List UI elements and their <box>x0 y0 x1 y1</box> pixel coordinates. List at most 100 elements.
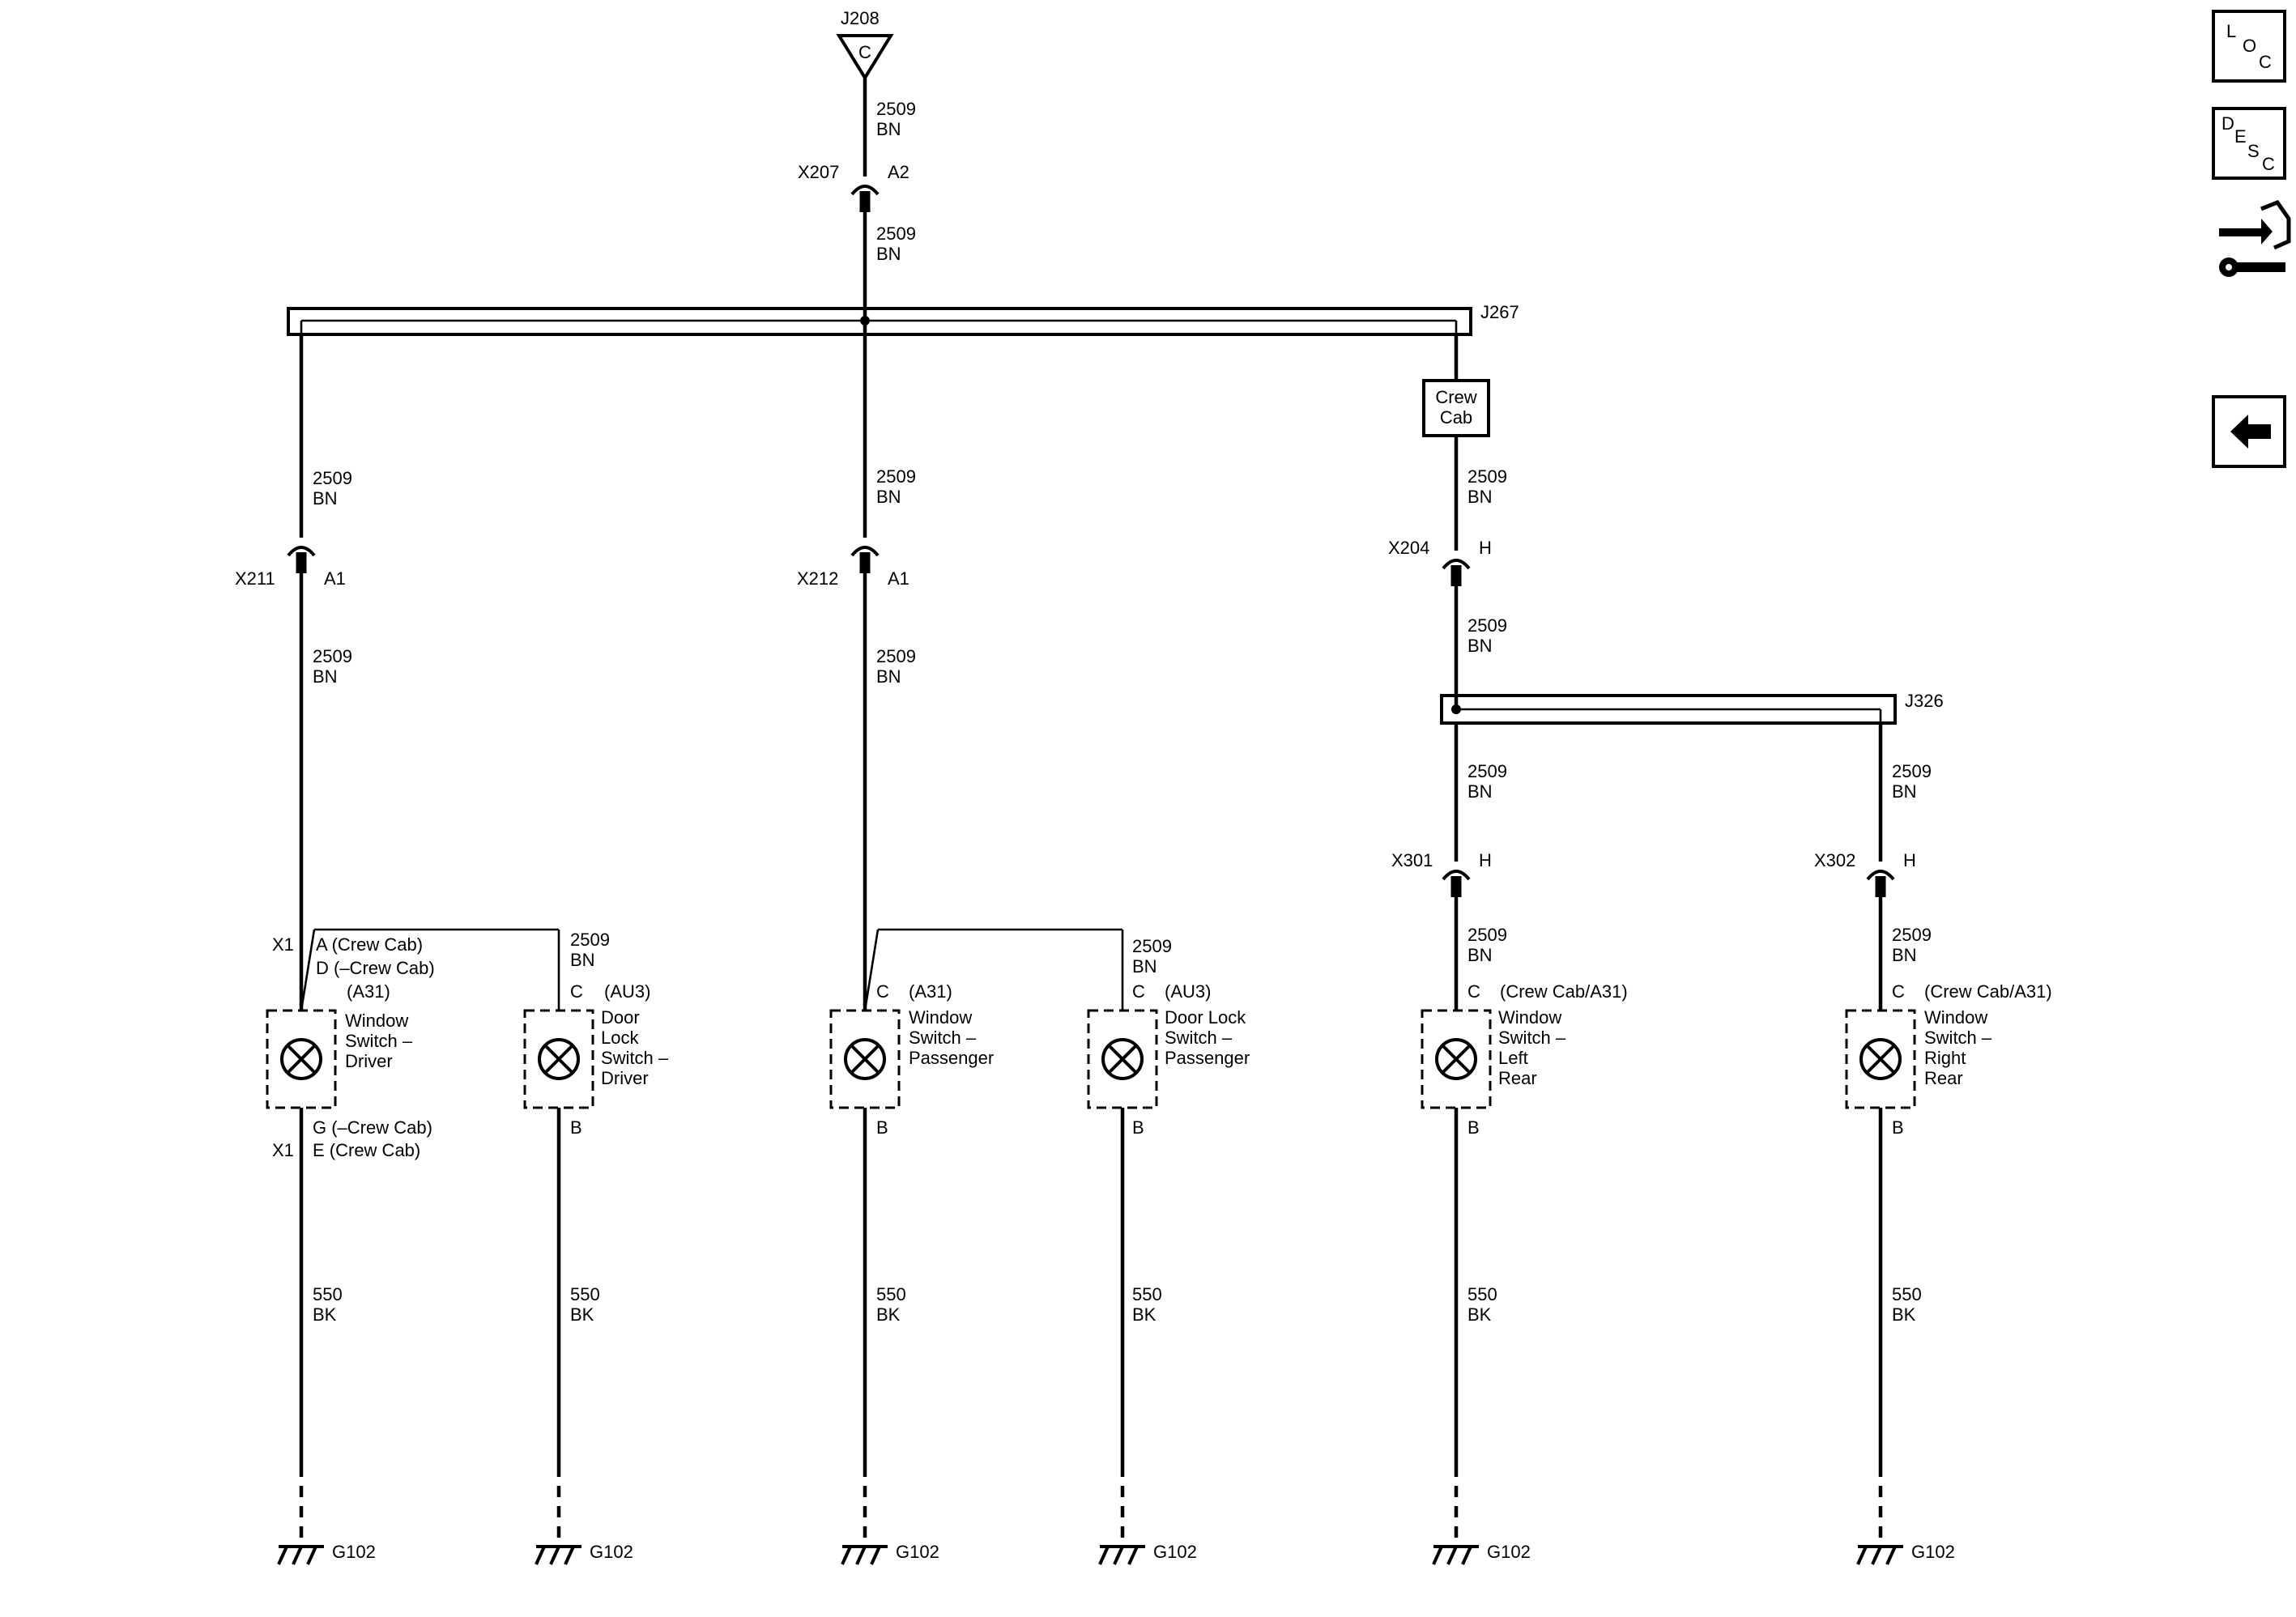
ground-label: G102 <box>1153 1542 1197 1562</box>
connector-x212-label: X212 <box>797 568 838 589</box>
branch-right: Crew Cab 2509 BN X204 H 2509 BN J326 250… <box>1388 334 1944 1011</box>
lamp-icon <box>1101 1038 1144 1080</box>
passenger-door-lock-switch: 2509 BN C (AU3) Door Lock Switch – Passe… <box>1087 936 1250 1138</box>
switch-pin-out: B <box>570 1117 582 1138</box>
branch-left: 2509 BN X211 A1 2509 BN <box>235 334 560 1011</box>
splice-j267-label: J267 <box>1480 302 1519 322</box>
wire-color: BN <box>876 487 901 507</box>
wire-color: BN <box>313 666 338 687</box>
switch-pin-in-b: D (–Crew Cab) <box>316 958 435 978</box>
wire-circuit: 2509 <box>1467 615 1507 636</box>
loc-letter: L <box>2226 21 2236 41</box>
connector-x302-label: X302 <box>1814 850 1855 870</box>
switch-conn-label: X1 <box>272 934 294 955</box>
connector-x212 <box>850 546 880 575</box>
switch-name-line: Right <box>1924 1048 1966 1068</box>
switch-name-line: Door Lock <box>1165 1007 1246 1028</box>
switch-option: (Crew Cab/A31) <box>1924 981 2052 1002</box>
wire-color: BN <box>876 666 901 687</box>
driver-window-switch: X1 A (Crew Cab) D (–Crew Cab) (A31) Wind… <box>266 934 435 1160</box>
splice-pack-j326 <box>1440 694 1897 725</box>
switch-name-line: Switch – <box>345 1031 413 1051</box>
wire-color: BN <box>876 244 901 264</box>
crew-cab-line: Crew <box>1435 387 1476 407</box>
wire-circuit: 2509 <box>876 99 916 119</box>
splice-j326-label: J326 <box>1905 691 1944 711</box>
wire-circuit: 2509 <box>570 930 610 950</box>
switch-name-line: Driver <box>345 1051 393 1071</box>
switch-name-line: Window <box>1498 1007 1561 1028</box>
switch-pin-out: B <box>1132 1117 1144 1138</box>
right-rear-window-switch: C (Crew Cab/A31) Window Switch – Right R… <box>1845 981 2052 1138</box>
splice-j208-letter: C <box>858 42 871 62</box>
wire-color: BN <box>1467 636 1493 656</box>
switch-conn-out-label: X1 <box>272 1140 294 1160</box>
passenger-window-switch: C (A31) Window Switch – Passenger B <box>829 981 994 1138</box>
wire-circuit: 2509 <box>313 468 352 488</box>
wire-color: BN <box>1892 945 1917 965</box>
wire-circuit: 2509 <box>1467 466 1507 487</box>
wire-circuit: 550 <box>1892 1284 1922 1304</box>
ground-icon <box>1098 1545 1147 1566</box>
switch-pin-in: C <box>1467 981 1480 1002</box>
switch-option: (A31) <box>909 981 952 1002</box>
wire-circuit: 550 <box>876 1284 906 1304</box>
crew-cab-line: Cab <box>1440 407 1472 428</box>
switch-name-line: Switch – <box>1924 1028 1992 1048</box>
lamp-icon <box>1435 1038 1477 1080</box>
wire-color: BK <box>570 1304 594 1325</box>
wire-color: BN <box>570 950 595 970</box>
wire-color: BK <box>876 1304 901 1325</box>
connector-x211-pin: A1 <box>324 568 346 589</box>
loc-button[interactable]: L O C <box>2212 10 2286 83</box>
connector-x207-pin: A2 <box>888 162 909 182</box>
switch-pin-out-a: G (–Crew Cab) <box>313 1117 432 1138</box>
wire-color: BK <box>1467 1304 1492 1325</box>
wire-color: BK <box>1892 1304 1916 1325</box>
switch-pin-in: C <box>1132 981 1145 1002</box>
wire-color: BN <box>1892 781 1917 802</box>
switch-pin-out: B <box>876 1117 888 1138</box>
switch-name-line: Switch – <box>1498 1028 1566 1048</box>
wire-color: BK <box>313 1304 337 1325</box>
connector-x211 <box>287 546 316 575</box>
wire-circuit: 2509 <box>876 223 916 244</box>
splice-pack-j267: J267 <box>287 302 1519 336</box>
connector-x211-label: X211 <box>235 568 275 589</box>
wire-circuit: 2509 <box>1892 761 1932 781</box>
wire-color: BN <box>313 488 338 509</box>
connector-wrench-icon[interactable] <box>2219 199 2291 277</box>
switch-name-line: Switch – <box>909 1028 977 1048</box>
switch-name-line: Passenger <box>909 1048 994 1068</box>
ground-label: G102 <box>332 1542 376 1562</box>
switch-name-line: Switch – <box>601 1048 669 1068</box>
wire-color: BK <box>1132 1304 1157 1325</box>
wire-circuit: 2509 <box>1892 925 1932 945</box>
switch-pin-out: B <box>1467 1117 1480 1138</box>
switch-name-line: Left <box>1498 1048 1528 1068</box>
ground-icon <box>535 1545 583 1566</box>
arrow-left-icon <box>2230 415 2271 449</box>
connector-x212-pin: A1 <box>888 568 909 589</box>
connector-x204 <box>1442 559 1471 588</box>
switch-name-line: Window <box>909 1007 972 1028</box>
wire-circuit: 2509 <box>876 646 916 666</box>
switch-name-line: Rear <box>1498 1068 1537 1088</box>
desc-button[interactable]: D E S C <box>2212 107 2286 180</box>
wire-circuit: 2509 <box>876 466 916 487</box>
switch-name-line: Lock <box>601 1028 639 1048</box>
back-button[interactable] <box>2212 395 2286 468</box>
ground-label: G102 <box>896 1542 939 1562</box>
splice-j208-triangle <box>836 34 894 81</box>
switch-option: (AU3) <box>604 981 650 1002</box>
switch-name-line: Passenger <box>1165 1048 1250 1068</box>
wire-circuit: 550 <box>313 1284 343 1304</box>
switch-pin-out-b: E (Crew Cab) <box>313 1140 420 1160</box>
switch-pin-out: B <box>1892 1117 1904 1138</box>
switch-name-line: Window <box>345 1011 408 1031</box>
wire-circuit: 2509 <box>1467 761 1507 781</box>
wire-circuit: 550 <box>1132 1284 1162 1304</box>
ground-label: G102 <box>1487 1542 1531 1562</box>
connector-x301 <box>1442 870 1471 899</box>
